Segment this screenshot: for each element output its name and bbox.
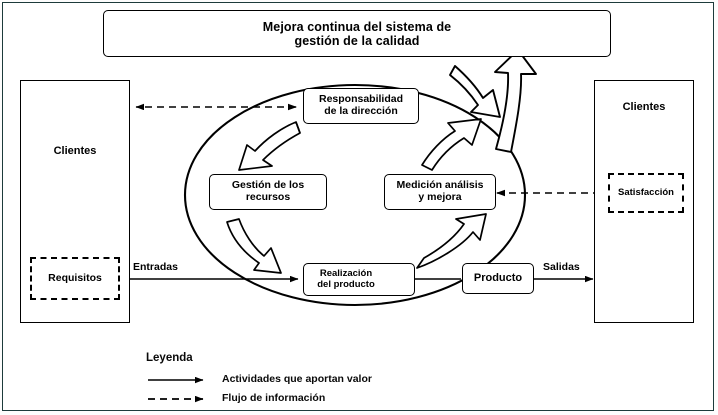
product-box: Producto — [462, 263, 534, 294]
measurement-line-1: Medición análisis — [396, 179, 484, 192]
resource-management-box: Gestión de los recursos — [209, 174, 327, 210]
customers-left-label: Clientes — [53, 145, 97, 157]
legend-item-information-flow: Flujo de información — [146, 390, 476, 405]
responsibility-line-1: Responsabilidad — [318, 93, 403, 106]
legend-item-value-adding: Actividades que aportan valor — [146, 371, 476, 386]
info-arrow-into-responsabilidad — [288, 103, 297, 111]
title-line-1: Mejora continua del sistema de — [262, 19, 452, 34]
requirements-label: Requisitos — [48, 271, 102, 284]
legend-label-1: Flujo de información — [222, 391, 326, 404]
outputs-label: Salidas — [543, 261, 580, 273]
legend: Leyenda Actividades que aportan valor Fl… — [146, 352, 476, 405]
satisfaction-box: Satisfacción — [608, 173, 684, 213]
legend-title: Leyenda — [146, 352, 193, 364]
requirements-box: Requisitos — [30, 257, 120, 300]
improvement-block-arrow — [449, 49, 537, 153]
dashed-arrow-icon — [146, 392, 212, 404]
cycle-arrow-bottom-right — [416, 213, 487, 269]
realization-line-2: del producto — [317, 278, 375, 290]
responsibility-line-2: de la dirección — [324, 105, 398, 117]
product-realization-box: Realización del producto — [303, 263, 415, 296]
customers-right-label: Clientes — [622, 101, 666, 113]
info-arrow-from-medicion — [496, 189, 505, 197]
continuous-improvement-title-box: Mejora continua del sistema de gestión d… — [103, 10, 611, 57]
inputs-label: Entradas — [133, 261, 178, 273]
resources-line-1: Gestión de los — [231, 179, 305, 192]
cycle-arrow-top-left — [238, 121, 301, 171]
cycle-arrow-bottom-left — [226, 218, 282, 274]
satisfaction-label: Satisfacción — [618, 186, 674, 198]
measurement-line-2: y mejora — [418, 191, 462, 203]
solid-arrow-icon — [146, 373, 212, 385]
resources-line-2: recursos — [245, 191, 291, 203]
realization-line-1: Realización — [319, 267, 373, 279]
cycle-arrow-top-right — [421, 118, 482, 171]
cycle-ellipse — [183, 83, 527, 307]
title-line-2: gestión de la calidad — [294, 33, 420, 48]
legend-label-0: Actividades que aportan valor — [222, 372, 372, 385]
product-label: Producto — [473, 272, 523, 285]
management-responsibility-box: Responsabilidad de la dirección — [303, 88, 419, 124]
measurement-analysis-box: Medición análisis y mejora — [384, 174, 496, 210]
